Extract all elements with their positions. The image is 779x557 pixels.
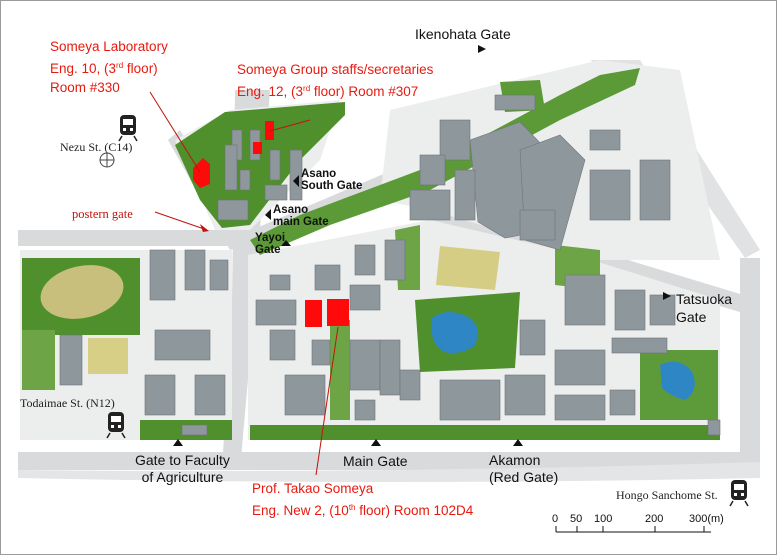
- akamon-gate-label: Akamon (Red Gate): [489, 452, 559, 485]
- eng-12-annex: [253, 142, 262, 154]
- gate-marker-icon: [281, 240, 291, 246]
- staff-label-line2: Eng. 12, (3rd floor) Room #307: [237, 84, 419, 99]
- staff-label-line1: Someya Group staffs/secretaries: [237, 62, 434, 77]
- highlighted-buildings: [193, 121, 349, 327]
- gate-marker-icon: [513, 439, 523, 446]
- agriculture-gate-label: Gate to Faculty of Agriculture: [135, 452, 230, 485]
- subway-train-icon-nezu: [118, 115, 138, 142]
- subway-train-icon-hongo: [729, 480, 749, 507]
- lab-label-line3: Room #330: [50, 80, 120, 95]
- yayoi-gate-label: Yayoi Gate: [255, 232, 286, 256]
- scale-tick-50: 50: [570, 513, 583, 525]
- hongo-station-label: Hongo Sanchome St.: [616, 488, 718, 502]
- prof-label-line2: Eng. New 2, (10th floor) Room 102D4: [252, 503, 474, 518]
- sports-grounds: [40, 246, 500, 374]
- asano-main-gate-label: Asano main Gate: [273, 204, 329, 228]
- tatsuoka-gate-label: Tatsuoka Gate: [676, 291, 733, 325]
- postern-arrow-head: [200, 224, 209, 232]
- scale-tick-100: 100: [594, 513, 613, 525]
- metro-station-symbol-icon: [99, 152, 115, 168]
- sanshiro-pond: [431, 312, 479, 354]
- gate-marker-icon: [265, 209, 271, 220]
- subway-train-icon-todaimae: [106, 412, 126, 439]
- east-pond: [660, 361, 695, 400]
- gate-marker-icon: [371, 439, 381, 446]
- staff-label: Someya Group staffs/secretaries Eng. 12,…: [237, 60, 433, 101]
- gate-marker-icon: [478, 45, 486, 53]
- ikenohata-gate-label: Ikenohata Gate: [415, 26, 511, 42]
- someya-lab-label: Someya Laboratory Eng. 10, (3rd floor) R…: [50, 37, 168, 97]
- main-gate-label: Main Gate: [343, 453, 408, 469]
- scale-tick-300m: 300(m): [689, 513, 724, 525]
- gate-marker-icon: [293, 175, 299, 187]
- annotation-lines: [149, 91, 339, 476]
- eng-12-building: [265, 121, 274, 140]
- lab-label-line1: Someya Laboratory: [50, 39, 168, 54]
- scale-tick-0: 0: [552, 513, 559, 525]
- gate-markers: [173, 45, 671, 446]
- eng-new-2-building-b: [327, 299, 349, 326]
- postern-gate-label: postern gate: [72, 207, 133, 221]
- lab-label-line2: Eng. 10, (3rd floor): [50, 61, 158, 76]
- prof-label-line1: Prof. Takao Someya: [252, 481, 374, 496]
- nezu-station-label: Nezu St. (C14): [60, 140, 133, 154]
- buildings: [59, 94, 721, 436]
- asano-south-gate-label: Asano South Gate: [301, 168, 363, 192]
- gate-marker-icon: [663, 292, 671, 300]
- professor-label: Prof. Takao Someya Eng. New 2, (10th flo…: [252, 479, 473, 520]
- todaimae-station-label: Todaimae St. (N12): [20, 396, 115, 410]
- gate-marker-icon: [173, 439, 183, 446]
- eng-new-2-building-a: [305, 300, 322, 327]
- eng-10-building: [193, 158, 210, 188]
- scale-bar: [555, 526, 711, 533]
- scale-tick-200: 200: [645, 513, 664, 525]
